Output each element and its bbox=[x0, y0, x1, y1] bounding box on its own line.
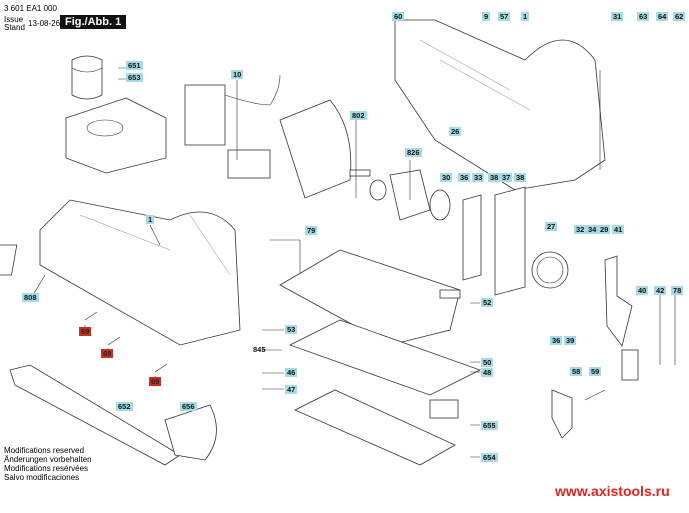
housing-right bbox=[394, 19, 606, 191]
part-number: 3 601 EA1 000 bbox=[4, 4, 57, 13]
figure-title: Fig./Abb. 1 bbox=[60, 15, 127, 29]
part-label-9[interactable]: 9 bbox=[482, 12, 491, 21]
modifications-notice: Modifications reserved Änderungen vorbeh… bbox=[4, 446, 92, 482]
part-label-31[interactable]: 31 bbox=[611, 12, 624, 21]
part-label-41[interactable]: 41 bbox=[612, 225, 625, 234]
part-label-845[interactable]: 845 bbox=[253, 345, 266, 354]
part-label-69[interactable]: 69 bbox=[79, 327, 92, 336]
battery-pack bbox=[71, 55, 103, 100]
part-label-48[interactable]: 48 bbox=[481, 368, 494, 377]
charger bbox=[65, 97, 167, 174]
part-label-27[interactable]: 27 bbox=[545, 222, 558, 231]
part-label-655[interactable]: 655 bbox=[481, 421, 498, 430]
part-label-33[interactable]: 33 bbox=[472, 173, 485, 182]
motor bbox=[279, 99, 387, 201]
part-label-50[interactable]: 50 bbox=[481, 358, 494, 367]
hex-keys bbox=[659, 295, 676, 365]
website-url[interactable]: www.axistools.ru bbox=[555, 483, 670, 499]
part-label-30[interactable]: 30 bbox=[440, 173, 453, 182]
plates bbox=[462, 186, 526, 296]
part-label-46[interactable]: 46 bbox=[285, 368, 298, 377]
part-label-652[interactable]: 652 bbox=[116, 402, 133, 411]
part-label-59[interactable]: 59 bbox=[589, 367, 602, 376]
part-label-36b[interactable]: 36 bbox=[550, 336, 563, 345]
part-label-52[interactable]: 52 bbox=[481, 298, 494, 307]
stand-label: Stand bbox=[4, 23, 25, 32]
part-label-654[interactable]: 654 bbox=[481, 453, 498, 462]
part-label-78[interactable]: 78 bbox=[671, 286, 684, 295]
part-label-1b[interactable]: 1 bbox=[146, 215, 155, 224]
part-label-60[interactable]: 60 bbox=[392, 12, 405, 21]
dust-extraction-adapter bbox=[9, 364, 181, 466]
base-plate bbox=[270, 239, 482, 466]
issue-date: 13-08-26 bbox=[28, 19, 61, 28]
part-label-802[interactable]: 802 bbox=[350, 111, 367, 120]
part-label-38b[interactable]: 38 bbox=[514, 173, 527, 182]
part-label-69c[interactable]: 69 bbox=[149, 377, 162, 386]
part-label-57[interactable]: 57 bbox=[498, 12, 511, 21]
part-label-58[interactable]: 58 bbox=[570, 367, 583, 376]
part-label-656[interactable]: 656 bbox=[180, 402, 197, 411]
part-label-34[interactable]: 34 bbox=[586, 225, 599, 234]
roller-guide bbox=[551, 389, 606, 439]
part-label-826[interactable]: 826 bbox=[405, 148, 422, 157]
part-label-1[interactable]: 1 bbox=[521, 12, 530, 21]
part-label-32[interactable]: 32 bbox=[574, 225, 587, 234]
part-label-10[interactable]: 10 bbox=[231, 70, 244, 79]
part-label-69b[interactable]: 69 bbox=[101, 349, 114, 358]
chip-guard bbox=[164, 404, 217, 461]
part-label-653[interactable]: 653 bbox=[126, 73, 143, 82]
part-label-62[interactable]: 62 bbox=[673, 12, 686, 21]
part-label-29[interactable]: 29 bbox=[598, 225, 611, 234]
gear bbox=[531, 251, 569, 289]
screws bbox=[84, 311, 168, 373]
part-label-53[interactable]: 53 bbox=[285, 325, 298, 334]
part-label-36[interactable]: 36 bbox=[458, 173, 471, 182]
modifications-fr: Modifications resérvées bbox=[4, 464, 89, 473]
modifications-es: Salvo modificaciones bbox=[4, 473, 80, 482]
part-label-38[interactable]: 38 bbox=[488, 173, 501, 182]
issue-label: Issue bbox=[4, 15, 24, 24]
part-label-42[interactable]: 42 bbox=[654, 286, 667, 295]
label-plate bbox=[0, 244, 18, 276]
part-label-651[interactable]: 651 bbox=[126, 61, 143, 70]
part-label-26[interactable]: 26 bbox=[449, 127, 462, 136]
modifications-en: Modifications reserved bbox=[4, 446, 85, 455]
part-label-64[interactable]: 64 bbox=[656, 12, 669, 21]
switch-assembly bbox=[184, 74, 281, 179]
modifications-de: Änderungen vorbehalten bbox=[4, 455, 92, 464]
housing-left bbox=[39, 199, 241, 346]
part-label-47[interactable]: 47 bbox=[285, 385, 298, 394]
part-label-37[interactable]: 37 bbox=[500, 173, 513, 182]
part-label-63[interactable]: 63 bbox=[637, 12, 650, 21]
plunger bbox=[604, 255, 639, 381]
part-label-79[interactable]: 79 bbox=[305, 226, 318, 235]
part-label-40[interactable]: 40 bbox=[636, 286, 649, 295]
part-label-808[interactable]: 808 bbox=[22, 293, 39, 302]
part-label-39[interactable]: 39 bbox=[564, 336, 577, 345]
